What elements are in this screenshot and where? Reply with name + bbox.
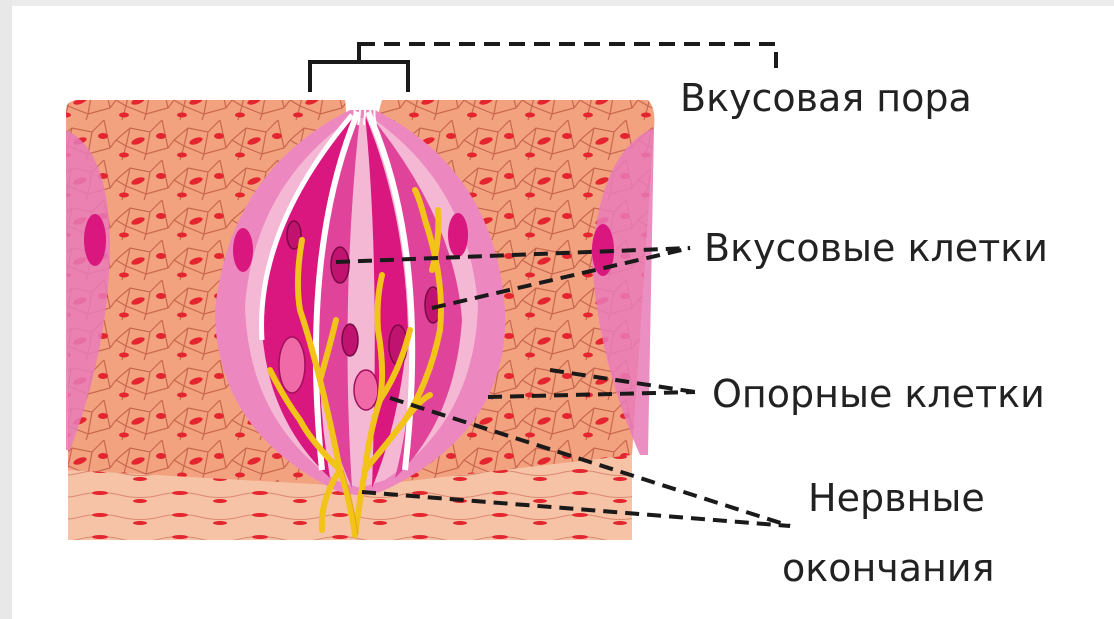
taste-nucleus bbox=[331, 247, 349, 283]
support-nucleus bbox=[233, 228, 253, 272]
label-nerve-endings-line1: Нервные bbox=[808, 476, 985, 520]
label-support-cells: Опорные клетки bbox=[712, 372, 1045, 416]
edge-nucleus bbox=[84, 214, 106, 266]
label-taste-cells: Вкусовые клетки bbox=[704, 226, 1048, 270]
pore-bracket bbox=[310, 42, 408, 92]
pore-leader-line bbox=[359, 44, 776, 74]
taste-nucleus bbox=[354, 370, 378, 410]
taste-nucleus bbox=[342, 324, 358, 356]
label-taste-pore: Вкусовая пора bbox=[680, 76, 972, 120]
label-nerve-endings-line2: окончания bbox=[782, 546, 994, 590]
taste-nucleus bbox=[279, 337, 305, 393]
support-nucleus bbox=[448, 213, 468, 257]
